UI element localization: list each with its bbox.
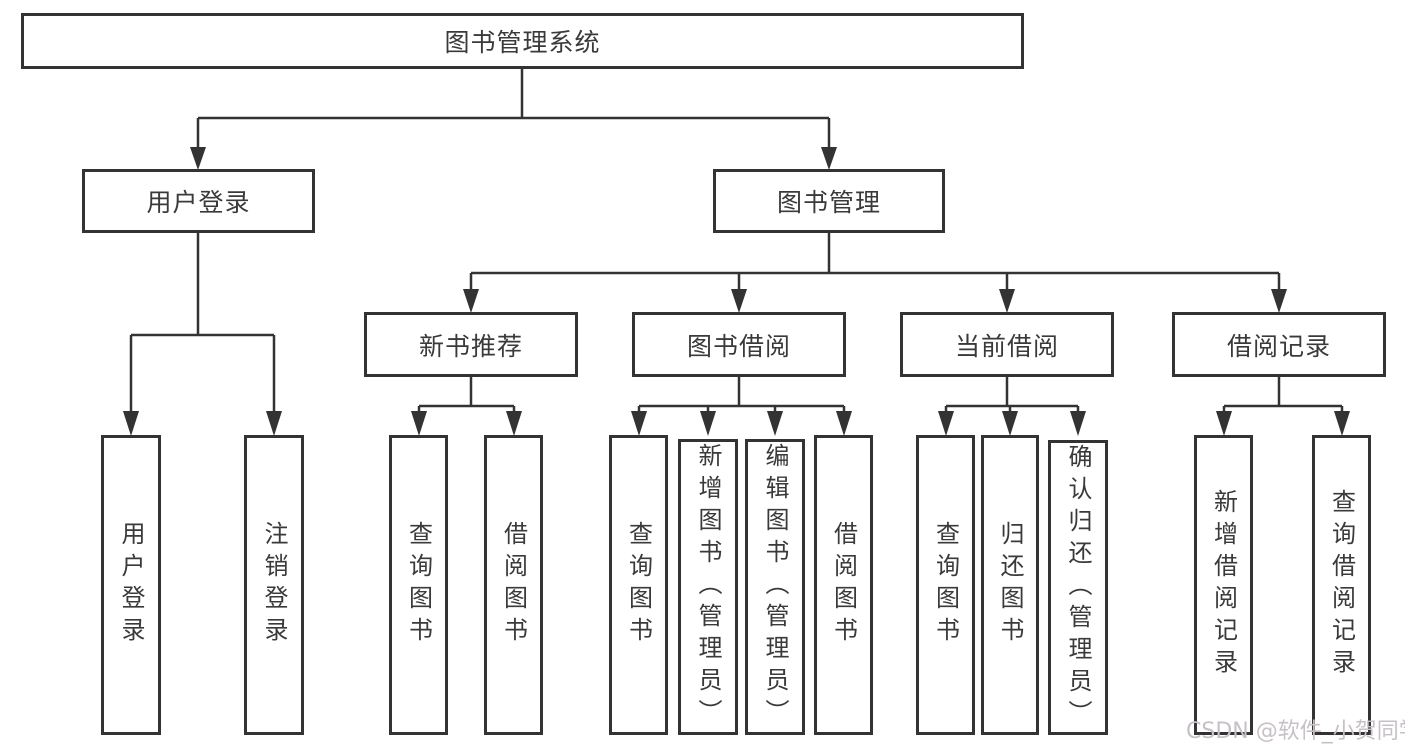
leaf-add-borrow-record: 新增借阅记录 (1194, 435, 1253, 735)
node-label: 用户登录 (146, 188, 251, 217)
arrowhead-icon (190, 147, 206, 170)
edge-borrow-records-to-leaves (1216, 377, 1350, 436)
edge-root-to-level2 (190, 69, 837, 170)
node-label: 查询图书 (404, 521, 433, 649)
node-book-borrow: 图书借阅 (632, 312, 846, 377)
node-label: 图书管理系统 (444, 28, 601, 57)
node-root-system: 图书管理系统 (21, 13, 1024, 69)
arrowhead-icon (631, 411, 647, 436)
arrowhead-icon (938, 411, 954, 436)
node-label: 归还图书 (996, 521, 1024, 649)
node-label: 注销登录 (260, 521, 288, 649)
leaf-return-books: 归还图书 (981, 435, 1039, 735)
leaf-add-books-admin: 新增图书（管理员） (678, 439, 738, 735)
node-label: 确认归还（管理员） (1064, 443, 1092, 732)
edge-book-borrow-to-leaves (631, 377, 852, 436)
node-label: 当前借阅 (954, 331, 1059, 361)
arrowhead-icon (1070, 411, 1086, 436)
node-borrow-records: 借阅记录 (1172, 312, 1386, 377)
arrowhead-icon (506, 411, 522, 436)
leaf-query-books-2: 查询图书 (609, 435, 668, 735)
node-label: 图书管理 (776, 188, 881, 217)
arrowhead-icon (1002, 411, 1018, 436)
node-label: 查询图书 (624, 521, 653, 649)
arrowhead-icon (1334, 411, 1350, 436)
leaf-edit-books-admin: 编辑图书（管理员） (745, 439, 805, 735)
leaf-query-books-1: 查询图书 (389, 435, 448, 735)
arrowhead-icon (463, 289, 479, 313)
node-label: 查询图书 (931, 521, 960, 649)
node-label: 编辑图书（管理员） (761, 443, 789, 731)
arrowhead-icon (767, 411, 783, 436)
edge-current-borrow-to-leaves (938, 377, 1086, 436)
node-label: 查询借阅记录 (1327, 489, 1356, 681)
edge-new-book-rec-to-leaves (411, 377, 522, 436)
arrowhead-icon (821, 147, 837, 170)
arrowhead-icon (266, 411, 282, 436)
node-label: 图书借阅 (686, 331, 791, 361)
arrowhead-icon (836, 411, 852, 436)
node-book-management: 图书管理 (713, 169, 945, 233)
node-label: 借阅图书 (499, 521, 528, 649)
leaf-user-login: 用户登录 (101, 435, 161, 735)
node-label: 新增借阅记录 (1209, 489, 1238, 681)
arrowhead-icon (999, 289, 1015, 313)
leaf-borrow-books-2: 借阅图书 (814, 435, 873, 735)
arrowhead-icon (1271, 289, 1287, 313)
leaf-query-books-3: 查询图书 (916, 435, 975, 735)
arrowhead-icon (123, 411, 139, 436)
arrowhead-icon (1216, 411, 1232, 436)
arrowhead-icon (700, 411, 716, 436)
leaf-confirm-return-admin: 确认归还（管理员） (1048, 440, 1108, 735)
node-new-book-recommend: 新书推荐 (364, 312, 578, 377)
node-label: 新书推荐 (418, 331, 523, 361)
node-current-borrow: 当前借阅 (900, 312, 1114, 377)
leaf-query-borrow-record: 查询借阅记录 (1312, 435, 1371, 735)
node-user-login: 用户登录 (82, 169, 315, 233)
node-label: 新增图书（管理员） (694, 443, 722, 731)
arrowhead-icon (411, 411, 427, 436)
leaf-logout: 注销登录 (244, 435, 304, 735)
node-label: 借阅记录 (1226, 331, 1331, 361)
csdn-watermark: CSDN @软件_小贺同学 (1186, 719, 1405, 744)
node-label: 用户登录 (117, 521, 145, 649)
edge-user-login-to-leaves (123, 233, 282, 436)
leaf-borrow-books-1: 借阅图书 (484, 435, 543, 735)
arrowhead-icon (731, 289, 747, 313)
edge-book-mgmt-to-level3 (463, 233, 1287, 313)
node-label: 借阅图书 (829, 521, 858, 649)
